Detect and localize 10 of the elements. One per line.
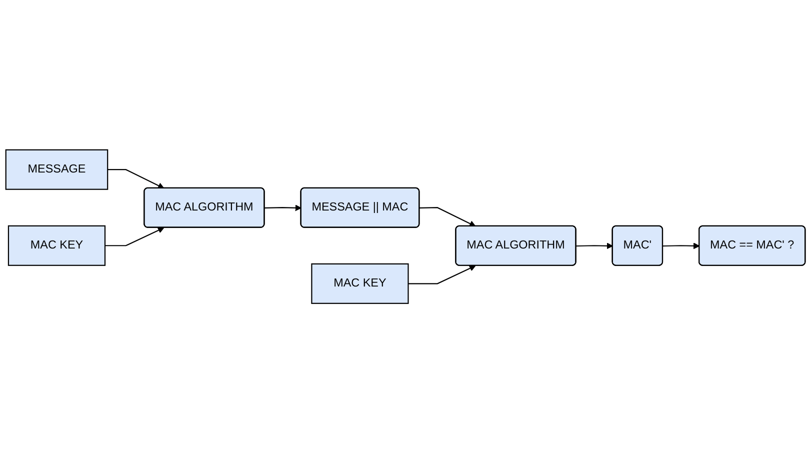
arrow <box>108 168 164 188</box>
arrow <box>105 227 164 246</box>
node-box: MAC KEY <box>8 225 106 266</box>
arrow <box>420 206 476 226</box>
arrow <box>264 204 302 211</box>
arrow <box>662 242 700 249</box>
arrow <box>408 265 476 284</box>
node-box: MAC KEY <box>311 263 409 304</box>
node-box: MESSAGE <box>5 149 108 190</box>
arrow <box>576 242 613 249</box>
